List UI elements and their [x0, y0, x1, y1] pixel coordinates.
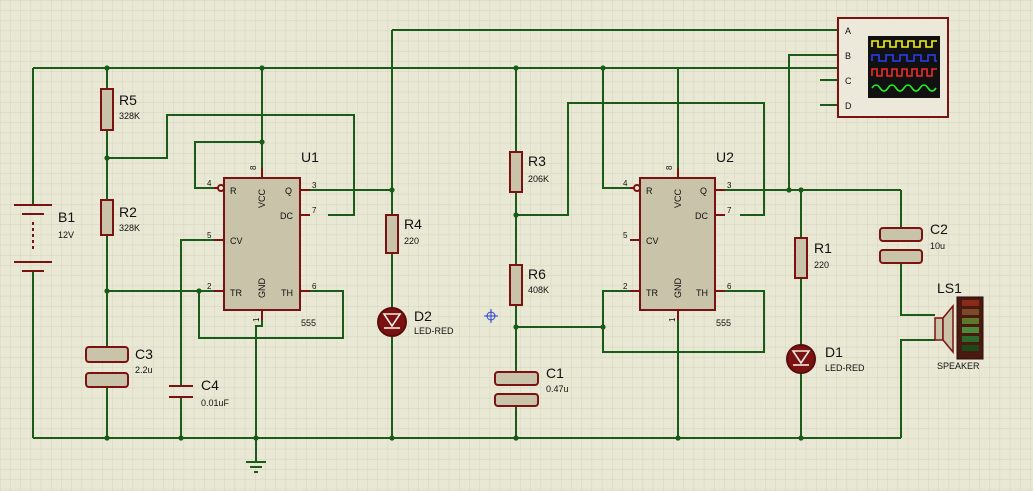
u2-pin-num-8: 8	[665, 165, 674, 170]
r6-ref: R6	[528, 266, 546, 282]
resistor-r6[interactable]: R6 408K	[509, 264, 549, 306]
u2-pin-r: R	[646, 186, 653, 196]
ic-u2-555[interactable]: R VCC Q DC CV TR GND TH 4 8 3 7 5 2 1 6 …	[623, 149, 734, 328]
scope-trace-a	[871, 40, 937, 48]
junction-dots	[104, 65, 804, 441]
resistor-r4[interactable]: R4 220	[385, 214, 422, 254]
scope-channel-c: C	[845, 76, 852, 86]
b1-ref: B1	[58, 209, 75, 225]
led-d2[interactable]: D2 LED-RED	[377, 307, 454, 337]
u1-pin-gnd: GND	[257, 278, 267, 299]
c4-value: 0.01uF	[201, 398, 230, 408]
u1-pin-num-6: 6	[312, 282, 317, 291]
u2-pin-num-3: 3	[727, 181, 732, 190]
ground-symbol[interactable]	[246, 461, 266, 473]
crosshair-cursor-icon	[484, 309, 498, 323]
u2-pin-num-4: 4	[623, 179, 628, 188]
u1-part: 555	[301, 318, 316, 328]
battery-b1[interactable]: B1 12V	[14, 204, 75, 272]
d2-value: LED-RED	[414, 326, 454, 336]
r1-value: 220	[814, 260, 829, 270]
u1-pin-q: Q	[285, 186, 292, 196]
r2-value: 328K	[119, 223, 140, 233]
b1-value: 12V	[58, 230, 74, 240]
ic-u1-555[interactable]: R VCC Q DC CV TR GND TH 4 8 3 7 5 2 1 6 …	[207, 149, 319, 328]
u1-pin-dc: DC	[280, 211, 293, 221]
u1-pin-vcc: VCC	[257, 188, 267, 208]
r1-ref: R1	[814, 240, 832, 256]
capacitor-c3[interactable]: C3 2.2u	[85, 346, 153, 388]
c1-ref: C1	[546, 365, 564, 381]
scope-channel-b: B	[845, 51, 851, 61]
r6-value: 408K	[528, 285, 549, 295]
u2-part: 555	[716, 318, 731, 328]
speaker-ls1[interactable]: LS1 SPEAKER	[934, 280, 984, 371]
u1-pin-cv: CV	[230, 236, 243, 246]
u2-pin-tr: TR	[646, 288, 658, 298]
u2-pin-q: Q	[700, 186, 707, 196]
u1-pin-num-8: 8	[249, 165, 258, 170]
scope-trace-c	[871, 68, 937, 77]
c2-value: 10u	[930, 241, 945, 251]
ls1-ref: LS1	[937, 280, 962, 296]
u2-pin-dc: DC	[695, 211, 708, 221]
led-d1[interactable]: D1 LED-RED	[786, 344, 865, 374]
u2-pin-num-5: 5	[623, 231, 628, 240]
c1-value: 0.47u	[546, 384, 569, 394]
u1-ref: U1	[301, 149, 319, 165]
u2-pin-num-1: 1	[668, 317, 677, 322]
u1-pin-num-5: 5	[207, 231, 212, 240]
r5-value: 328K	[119, 111, 140, 121]
u1-pin-num-2: 2	[207, 282, 212, 291]
oscilloscope[interactable]: A B C D	[837, 17, 949, 118]
u2-pin-num-7: 7	[727, 206, 732, 215]
ls1-value: SPEAKER	[937, 361, 980, 371]
u2-pin-num-6: 6	[727, 282, 732, 291]
u2-pin-cv: CV	[646, 236, 659, 246]
u1-pin-th: TH	[281, 288, 293, 298]
capacitor-c2[interactable]: C2 10u	[879, 221, 948, 264]
r4-value: 220	[404, 236, 419, 246]
scope-trace-b	[871, 54, 937, 62]
r5-ref: R5	[119, 92, 137, 108]
u2-pin-gnd: GND	[673, 278, 683, 299]
c2-ref: C2	[930, 221, 948, 237]
scope-channel-d: D	[845, 101, 852, 111]
u2-pin-vcc: VCC	[673, 188, 683, 208]
wires	[32, 29, 935, 462]
c4-ref: C4	[201, 377, 219, 393]
u1-pin-num-4: 4	[207, 179, 212, 188]
d2-ref: D2	[414, 308, 432, 324]
d1-value: LED-RED	[825, 363, 865, 373]
resistor-r1[interactable]: R1 220	[794, 237, 832, 279]
scope-channel-a: A	[845, 26, 851, 36]
u1-pin-r: R	[230, 186, 237, 196]
u2-ref: U2	[716, 149, 734, 165]
c3-ref: C3	[135, 346, 153, 362]
c3-value: 2.2u	[135, 365, 153, 375]
capacitor-c4[interactable]: C4 0.01uF	[169, 377, 230, 408]
scope-trace-d	[871, 84, 937, 92]
u2-pin-th: TH	[696, 288, 708, 298]
resistor-r2[interactable]: R2 328K	[100, 199, 140, 236]
r2-ref: R2	[119, 204, 137, 220]
d1-ref: D1	[825, 344, 843, 360]
r4-ref: R4	[404, 216, 422, 232]
capacitor-c1[interactable]: C1 0.47u	[494, 365, 569, 407]
u1-pin-num-7: 7	[312, 206, 317, 215]
u2-pin-num-2: 2	[623, 282, 628, 291]
r3-value: 206K	[528, 174, 549, 184]
r3-ref: R3	[528, 153, 546, 169]
resistor-r5[interactable]: R5 328K	[100, 88, 140, 131]
resistor-r3[interactable]: R3 206K	[509, 151, 549, 193]
u1-pin-tr: TR	[230, 288, 242, 298]
u1-pin-num-1: 1	[252, 317, 261, 322]
u1-pin-num-3: 3	[312, 181, 317, 190]
